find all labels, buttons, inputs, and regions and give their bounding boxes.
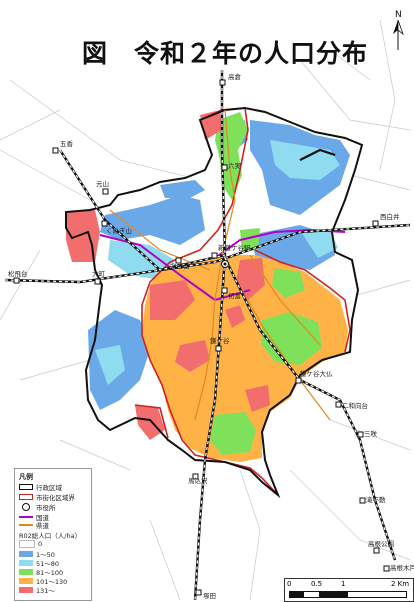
legend-class-3: 81～100 — [19, 567, 63, 577]
north-label: N — [395, 10, 402, 20]
legend-item-urban: 市街化区域界 — [19, 492, 75, 502]
city-hall-marker-dot — [223, 262, 227, 266]
label-takanekoen: 高根公園 — [368, 539, 394, 548]
map-legend: 凡例 行政区域 市街化区域界 市役所 国道 県道 R02総人口（人/ha） 0 … — [14, 468, 92, 601]
station-labels: 高倉 五香 元山 西白井 松飛台 大町 くぬぎ山 六実 新鎌ケ谷駅 北初富 初富… — [8, 72, 414, 600]
label-magomezawa: 馬込沢 — [188, 476, 208, 485]
label-matsuhidai: 松飛台 — [8, 269, 28, 278]
admin-boundary — [65, 106, 364, 499]
label-gosa: 五香 — [60, 139, 74, 148]
scale-bar-graphic — [289, 591, 407, 598]
label-owada: 大町 — [92, 269, 106, 278]
railways — [4, 70, 411, 601]
urbanization-boundary — [134, 107, 351, 496]
label-shinkamagaya: 新鎌ケ谷駅 — [218, 243, 251, 252]
label-misaki: 三咲 — [364, 429, 378, 438]
scale-tick-05: 0.5 — [311, 580, 323, 588]
legend-class-1: 1～50 — [19, 549, 55, 559]
legend-item-admin: 行政区域 — [19, 482, 62, 492]
scale-bar: 0 0.5 1 2 Km — [284, 578, 414, 602]
map-title: 図 令和２年の人口分布 — [82, 39, 369, 68]
density-101-130 — [142, 255, 348, 462]
label-rokku: 六実 — [228, 161, 242, 170]
prefectural-road — [109, 109, 331, 421]
legend-class-5: 131～ — [19, 585, 55, 595]
legend-class-4: 101～130 — [19, 576, 67, 586]
label-shiroi: 西白井 — [380, 212, 400, 221]
legend-density-title: R02総人口（人/ha） — [19, 532, 82, 540]
scale-tick-1: 1 — [341, 580, 346, 588]
legend-item-pref-road: 県道 — [19, 520, 49, 530]
north-arrow-icon: N — [393, 10, 404, 50]
legend-class-0: 0 — [19, 540, 42, 548]
label-takanekido: 高根木戸 — [390, 563, 414, 572]
label-kamagayadaibutsu: 鎌ケ谷大仏 — [300, 369, 333, 378]
legend-title: 凡例 — [19, 473, 33, 481]
label-tsukada: 塚田 — [203, 591, 216, 600]
label-kunugiyama: くぬぎ山 — [106, 226, 132, 235]
label-motoyama: 元山 — [96, 179, 109, 188]
legend-item-national-road: 国道 — [19, 512, 49, 522]
label-hatsutomi: 初富 — [228, 291, 241, 300]
legend-class-2: 51～80 — [19, 558, 59, 568]
label-takifudo: 滝不動 — [366, 495, 386, 504]
label-kamagaya: 鎌ケ谷 — [210, 336, 230, 345]
legend-item-cityhall: 市役所 — [19, 502, 56, 512]
station-markers — [13, 79, 390, 596]
label-takakura: 高倉 — [228, 72, 242, 81]
admin-boundary-inner — [299, 148, 336, 161]
label-futawamukodai: 二和向台 — [342, 401, 368, 410]
scale-tick-0: 0 — [287, 580, 292, 588]
label-kitahatsutomi: 北初富 — [170, 261, 190, 270]
scale-tick-2km: 2 Km — [391, 580, 410, 588]
